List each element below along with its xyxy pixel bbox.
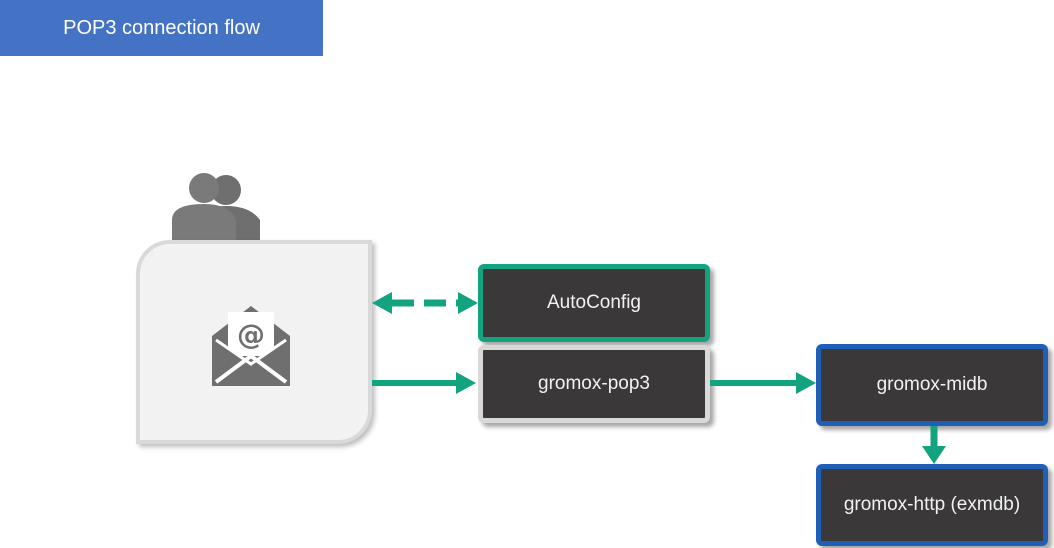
gromox-http-label: gromox-http (exmdb) [843,494,1021,515]
arrow-client-autoconfig [372,292,478,314]
open-envelope-at-icon: @ [212,306,290,386]
arrow-pop3-midb [710,372,816,394]
arrow-client-pop3 [372,372,476,394]
diagram-title: POP3 connection flow [0,0,323,56]
gromox-pop3-node: gromox-pop3 [478,345,710,423]
arrow-midb-http [922,426,946,464]
gromox-midb-label: gromox-midb [876,374,988,395]
users-icon [172,173,260,242]
svg-text:@: @ [237,318,265,351]
gromox-midb-node: gromox-midb [816,344,1048,426]
autoconfig-node: AutoConfig [478,264,710,342]
autoconfig-label: AutoConfig [546,292,641,313]
gromox-http-node: gromox-http (exmdb) [816,464,1048,546]
gromox-pop3-label: gromox-pop3 [538,373,650,394]
